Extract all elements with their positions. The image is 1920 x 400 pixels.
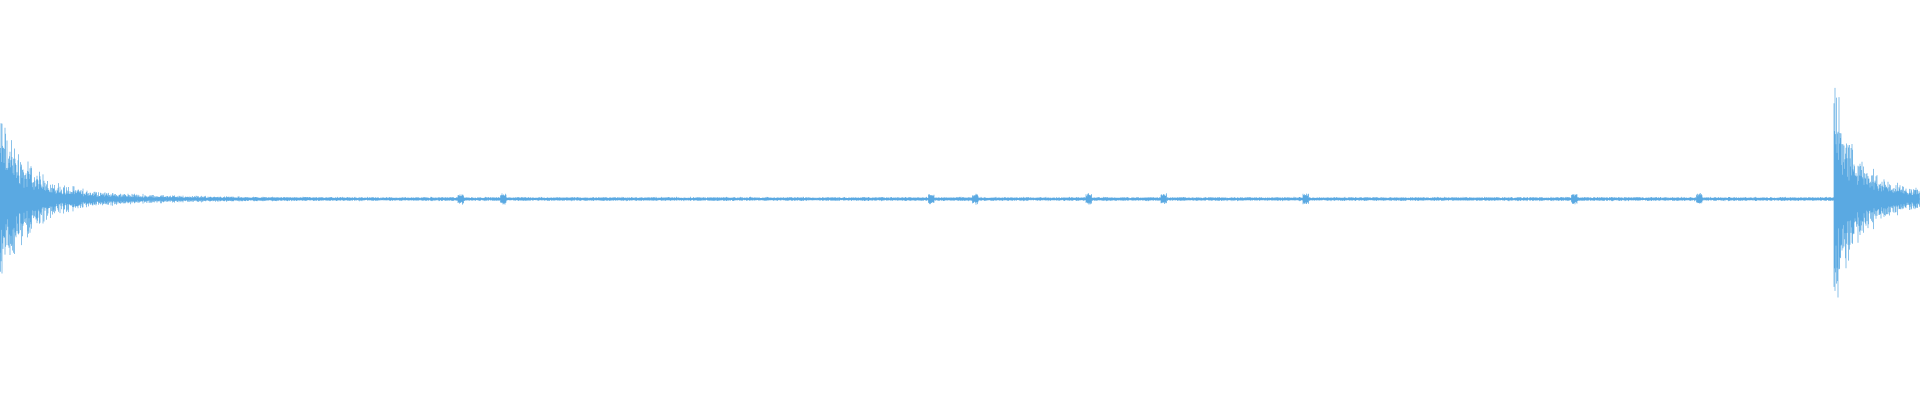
waveform-path — [0, 87, 1920, 298]
